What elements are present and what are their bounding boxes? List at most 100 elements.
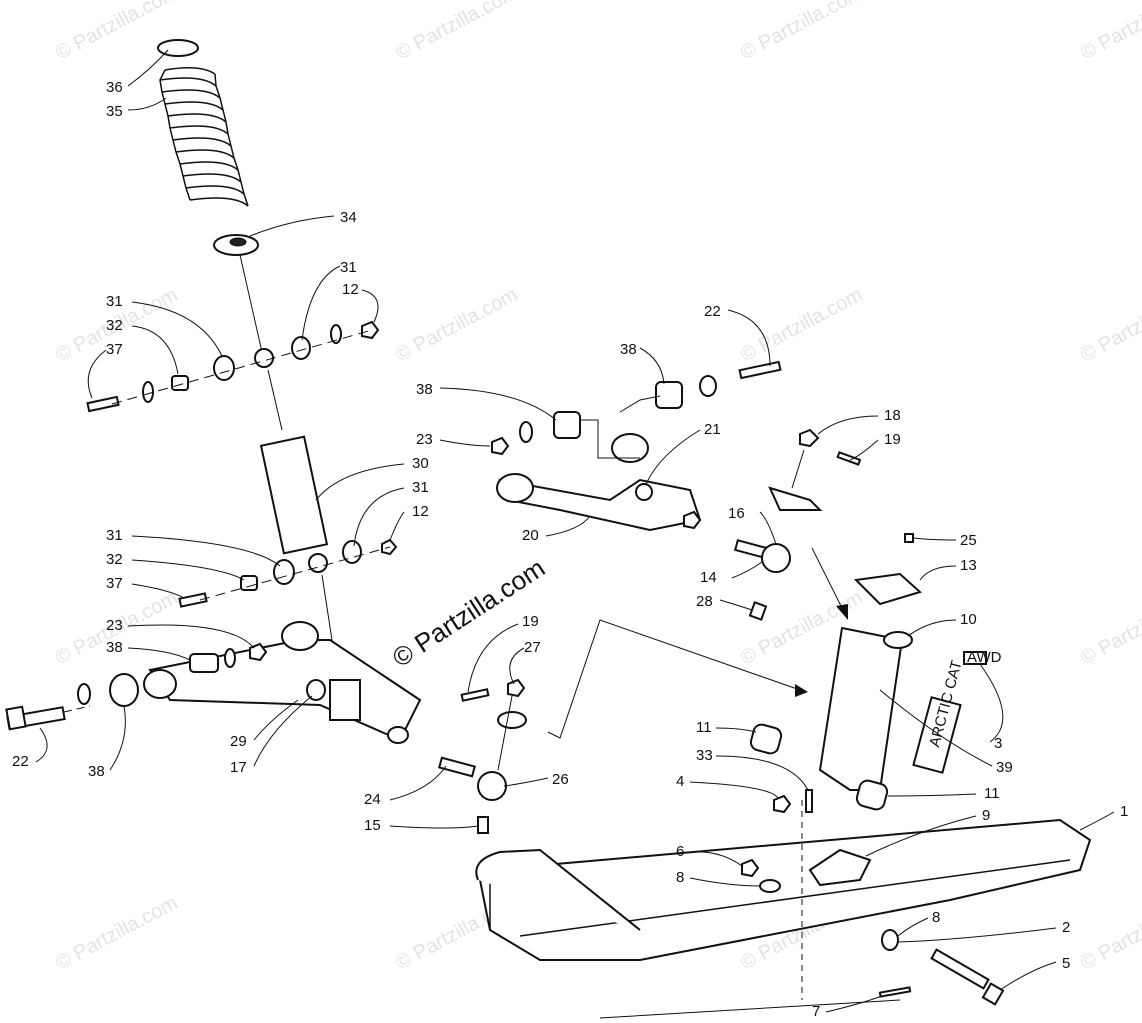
callout-label: 12 — [342, 281, 359, 298]
pad-part — [853, 572, 922, 606]
callout-label: 8 — [932, 909, 940, 926]
callout-label: 6 — [676, 843, 684, 860]
callout-label: 22 — [704, 303, 721, 320]
callout-label: 23 — [106, 617, 123, 634]
callout-label: 7 — [812, 1003, 820, 1020]
callout-label: 37 — [106, 575, 123, 592]
callout-label: 8 — [676, 869, 684, 886]
callout-label: 17 — [230, 759, 247, 776]
callout-label: 32 — [106, 317, 123, 334]
shock-eye-upper — [254, 348, 274, 368]
castle-nut-part — [507, 678, 526, 698]
callout-label: 1 — [1120, 803, 1128, 820]
callout-label: 31 — [412, 479, 429, 496]
watermark: © Partzilla.com — [1077, 0, 1142, 64]
callout-label: 13 — [960, 557, 977, 574]
callout-label: 23 — [416, 431, 433, 448]
callout-label: 4 — [676, 773, 684, 790]
washer-part — [759, 879, 781, 893]
pin-part — [878, 986, 912, 998]
callout-label: 31 — [106, 293, 123, 310]
callout-label: 2 — [1062, 919, 1070, 936]
callout-label: 31 — [106, 527, 123, 544]
watermark: © Partzilla.com — [392, 0, 521, 64]
shock-absorber-part — [259, 435, 329, 555]
shock-eye-lower — [308, 553, 328, 573]
callout-label: 11 — [696, 719, 712, 736]
callout-label: 19 — [522, 613, 539, 630]
cotter-pin-part — [460, 688, 490, 702]
ski-loop-part — [475, 848, 641, 931]
ski-assembly — [475, 794, 1092, 1019]
callout-label: 38 — [620, 341, 637, 358]
callout-label: 37 — [106, 341, 123, 358]
callout-label: 5 — [1062, 955, 1070, 972]
nut-part — [361, 320, 380, 340]
watermark: © Partzilla.com — [52, 892, 181, 975]
callout-label: 21 — [704, 421, 721, 438]
callout-label: 20 — [522, 527, 539, 544]
callout-label: 11 — [984, 785, 1000, 802]
callout-label: 3 — [994, 735, 1002, 752]
decal-arctic-cat — [912, 696, 962, 774]
watermark: © Partzilla.com — [1077, 587, 1142, 670]
callout-label: 35 — [106, 103, 123, 120]
decal-awd-text: AWD — [967, 649, 1002, 666]
washer-part — [881, 929, 899, 951]
callout-label: 33 — [696, 747, 713, 764]
callout-label: 27 — [524, 639, 541, 656]
callout-label: 19 — [884, 431, 901, 448]
saddle-part — [808, 848, 872, 887]
callout-label: 39 — [996, 759, 1013, 776]
callouts: 36 35 34 31 12 31 32 37 30 31 12 31 32 3… — [12, 79, 1128, 1020]
callout-label: 10 — [960, 611, 977, 628]
tie-rod-part — [438, 756, 476, 778]
callout-label: 25 — [960, 532, 977, 549]
callout-label: 36 — [106, 79, 123, 96]
callout-label: 14 — [700, 569, 717, 586]
watermark: © Partzilla.com — [1077, 892, 1142, 975]
callout-label: 31 — [340, 259, 357, 276]
callout-label: 12 — [412, 503, 429, 520]
tie-rod-end-part — [477, 771, 507, 801]
lower-a-arm — [5, 621, 527, 834]
bushing-part — [171, 375, 189, 391]
callout-label: 38 — [106, 639, 123, 656]
callout-label: 26 — [552, 771, 569, 788]
callout-label: 15 — [364, 817, 381, 834]
castle-nut-part — [799, 428, 820, 448]
spindle-assembly: ARCTIC CAT AWD — [547, 428, 1002, 813]
callout-label: 16 — [728, 505, 745, 522]
bushing-part — [855, 779, 889, 811]
bolt-part — [178, 592, 208, 608]
callout-label: 32 — [106, 551, 123, 568]
upper-a-arm — [491, 360, 782, 532]
nut-part — [741, 858, 760, 878]
callout-label: 34 — [340, 209, 357, 226]
callout-label: 38 — [416, 381, 433, 398]
callout-label: 18 — [884, 407, 901, 424]
watermark: © Partzilla.com — [1077, 284, 1142, 367]
callout-label: 9 — [982, 807, 990, 824]
watermark: © Partzilla.com — [392, 284, 521, 367]
watermark: © Partzilla.com — [52, 0, 181, 64]
spring-cap-part — [157, 39, 199, 57]
grease-fitting-part — [477, 816, 489, 834]
nut-part — [773, 794, 792, 814]
callout-label: 28 — [696, 593, 713, 610]
leader-lines — [35, 49, 1115, 1013]
bolt-part — [930, 948, 990, 990]
callout-label: 30 — [412, 455, 429, 472]
callout-label: 38 — [88, 763, 105, 780]
callout-label: 29 — [230, 733, 247, 750]
callout-label: 22 — [12, 753, 29, 770]
spindle-part — [818, 626, 904, 791]
bolt-part — [86, 395, 120, 413]
shock-bracket-part — [329, 679, 361, 721]
coil-spring-part — [159, 67, 249, 207]
decal-awd — [963, 651, 987, 665]
bushing-part — [749, 723, 783, 755]
shock-assembly — [86, 39, 398, 706]
watermark: © Partzilla.com — [737, 0, 866, 64]
